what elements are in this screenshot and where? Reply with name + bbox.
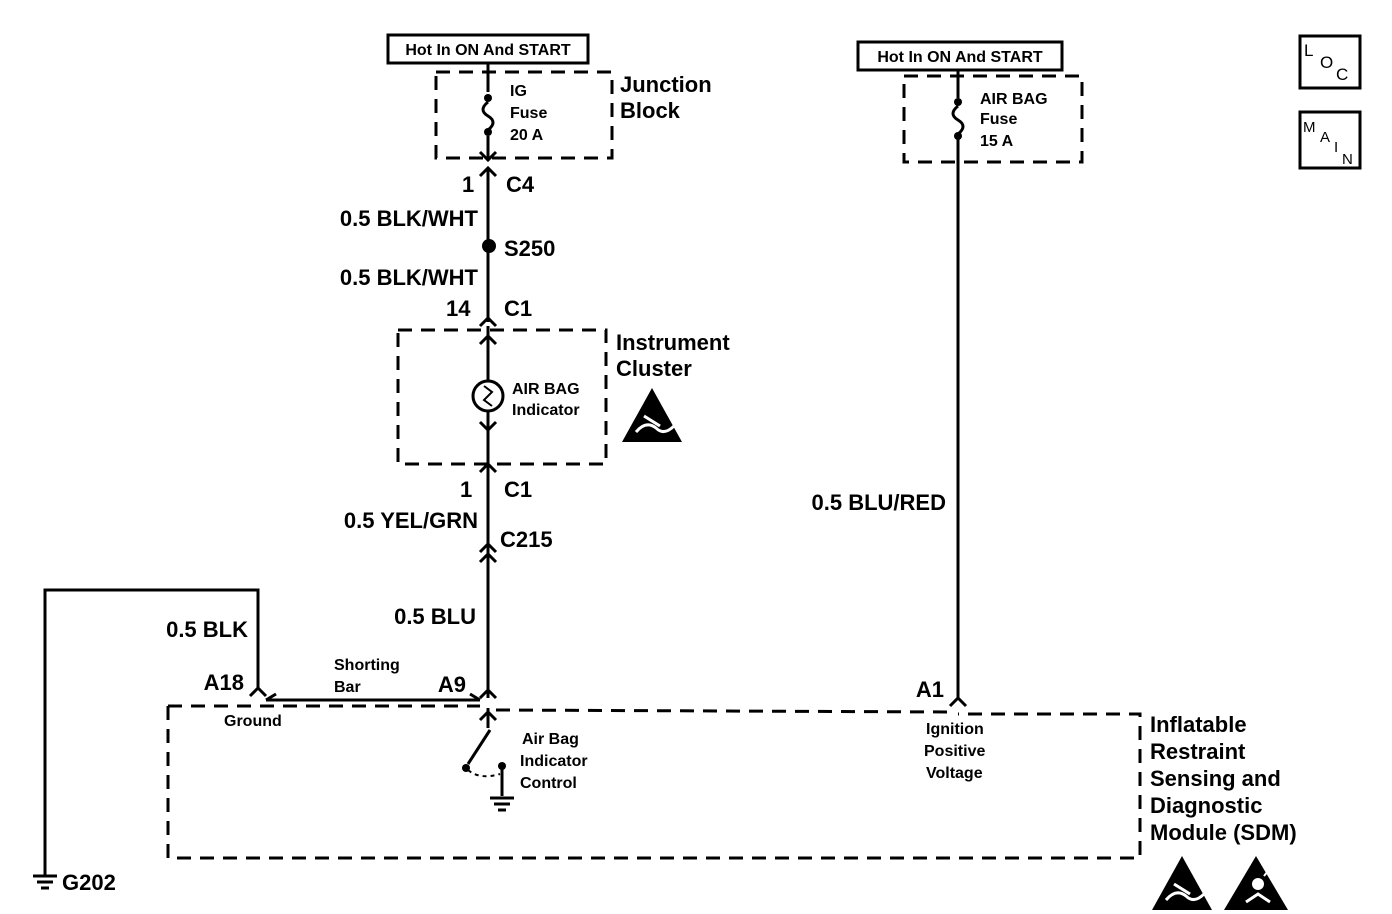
sdm-label-5: Module (SDM)	[1150, 820, 1297, 845]
main-letter-i: I	[1334, 139, 1338, 156]
a9-label: A9	[438, 672, 466, 697]
airbag-indicator-label-1: AIR BAG	[512, 381, 580, 398]
a9-connector	[478, 687, 498, 700]
airbag-fuse-label-1: AIR BAG	[980, 91, 1048, 108]
c1-bottom-connector	[478, 461, 498, 474]
c1-top-label: C1	[504, 296, 532, 321]
airbag-fuse-label-3: 15 A	[980, 133, 1014, 150]
esd-warning-icon	[622, 388, 682, 442]
power-label-right-text: Hot In ON And START	[877, 49, 1043, 66]
s250-label: S250	[504, 236, 555, 261]
loc-letter-l: L	[1304, 41, 1313, 60]
g202-ground-icon	[33, 874, 57, 890]
ignition-voltage-label-3: Voltage	[926, 765, 983, 782]
c215-connector-top	[478, 541, 498, 554]
ig-fuse-label-1: IG	[510, 83, 527, 100]
indicator-control-label-3: Control	[520, 775, 577, 792]
wire-label-w1: 0.5 BLK/WHT	[340, 206, 479, 231]
wire-blk-ground	[43, 588, 260, 876]
main-letter-m: M	[1303, 119, 1316, 136]
sdm-label-1: Inflatable	[1150, 712, 1247, 737]
loc-nav-button[interactable]: L O C	[1298, 34, 1362, 90]
wire-label-w3: 0.5 YEL/GRN	[344, 508, 478, 533]
wire-label-w6: 0.5 BLU/RED	[812, 490, 946, 515]
junction-block-label-1: Junction	[620, 72, 712, 97]
g202-label: G202	[62, 870, 116, 895]
main-letter-a: A	[1320, 129, 1330, 146]
a18-connector	[248, 685, 268, 698]
loc-letter-c: C	[1336, 65, 1348, 84]
power-label-left-text: Hot In ON And START	[405, 42, 571, 59]
airbag-indicator-lamp-icon	[471, 326, 505, 468]
ig-fuse-label-2: Fuse	[510, 105, 547, 122]
c1-top-pin: 14	[446, 296, 471, 321]
shorting-bar-label-1: Shorting	[334, 657, 400, 674]
airbag-warning-icon	[1224, 856, 1288, 910]
sdm-label-4: Diagnostic	[1150, 793, 1262, 818]
airbag-fuse-label-2: Fuse	[980, 111, 1017, 128]
airbag-fuse-box	[902, 74, 1084, 164]
main-nav-button[interactable]: M A I N	[1298, 110, 1362, 170]
junction-block-box	[434, 70, 614, 160]
ignition-voltage-label-1: Ignition	[926, 721, 984, 738]
main-letter-n: N	[1342, 151, 1353, 168]
a1-connector	[948, 695, 968, 708]
c1-bottom-label: C1	[504, 477, 532, 502]
ignition-voltage-label-2: Positive	[924, 743, 985, 760]
power-label-left: Hot In ON And START	[386, 33, 590, 65]
c1-top-connector	[478, 315, 498, 328]
sdm-box	[166, 706, 1142, 860]
instrument-cluster-label-2: Cluster	[616, 356, 692, 381]
ig-fuse-icon	[478, 62, 498, 163]
wire-label-w5: 0.5 BLK	[166, 617, 248, 642]
ig-fuse-label-3: 20 A	[510, 127, 544, 144]
c4-label: C4	[506, 172, 535, 197]
sdm-label-3: Sensing and	[1150, 766, 1281, 791]
shorting-bar-label-2: Bar	[334, 679, 361, 696]
c4-pin: 1	[462, 172, 474, 197]
indicator-control-label-1: Air Bag	[522, 731, 579, 748]
airbag-fuse-icon	[951, 70, 965, 140]
a1-label: A1	[916, 677, 944, 702]
s250-splice	[482, 239, 496, 253]
instrument-cluster-label-1: Instrument	[616, 330, 730, 355]
sdm-label-2: Restraint	[1150, 739, 1246, 764]
a18-label: A18	[204, 670, 244, 695]
airbag-indicator-label-2: Indicator	[512, 402, 580, 419]
loc-letter-o: O	[1320, 53, 1333, 72]
c1-bottom-pin: 1	[460, 477, 472, 502]
c215-connector-bottom	[478, 551, 498, 564]
ground-label: Ground	[224, 713, 282, 730]
indicator-control-label-2: Indicator	[520, 753, 588, 770]
power-label-right: Hot In ON And START	[856, 40, 1064, 72]
wire-label-w4: 0.5 BLU	[394, 604, 476, 629]
indicator-control-switch-icon	[462, 708, 514, 812]
junction-block-label-2: Block	[620, 98, 681, 123]
instrument-cluster-box	[396, 328, 608, 466]
esd-warning-icon-sdm	[1152, 856, 1212, 910]
c215-label: C215	[500, 527, 553, 552]
wire-label-w2: 0.5 BLK/WHT	[340, 265, 479, 290]
